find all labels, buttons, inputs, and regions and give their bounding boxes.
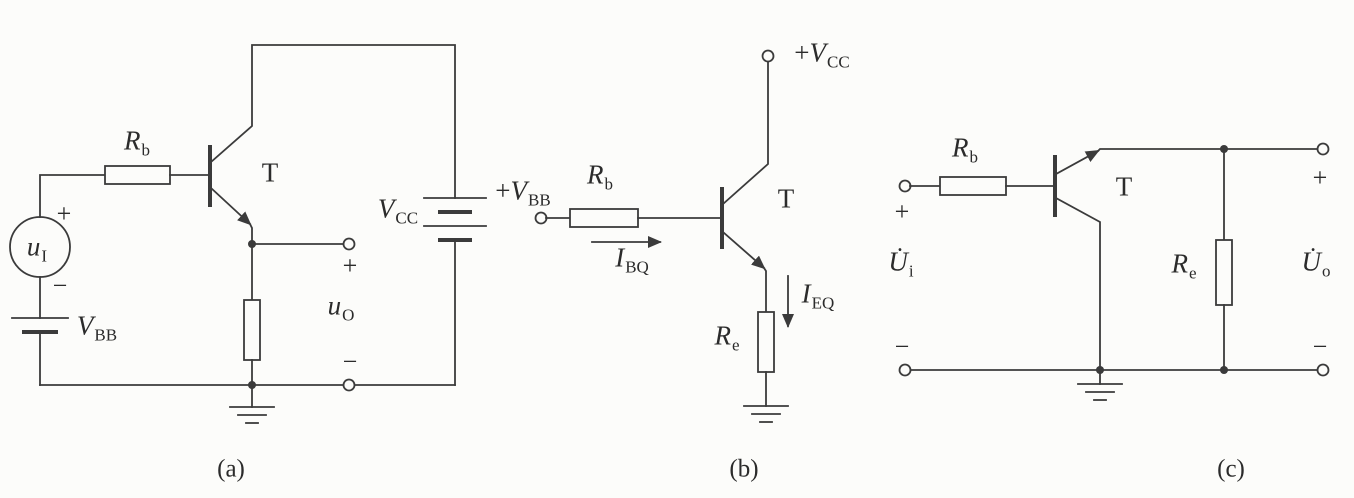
terminal-vcc-b	[761, 49, 775, 63]
resistor-re-label-c: Re	[1171, 248, 1197, 283]
caption-b: (b)	[729, 455, 759, 483]
vcc-terminal-label-b: +VCC	[794, 37, 850, 72]
ieq-label-b: IEQ	[801, 278, 835, 313]
resistor-rb-label-a: Rb	[124, 125, 150, 160]
terminal-input-top-c	[898, 179, 912, 193]
caption-c: (c)	[1217, 455, 1245, 483]
terminal-output-top-c	[1316, 142, 1330, 156]
output-minus-sign-c: −	[1312, 332, 1328, 361]
caption-a: (a)	[217, 455, 245, 483]
ibq-label-b: IBQ	[615, 242, 649, 277]
transistor-label-a: T	[261, 157, 279, 188]
output-terminal-plus-a	[342, 237, 356, 251]
resistor-rb-label-c: Rb	[952, 132, 978, 167]
resistor-re-c	[1215, 239, 1233, 306]
source-plus-sign-a: +	[56, 199, 72, 228]
input-minus-sign-c: −	[894, 332, 910, 361]
terminal-vbb-b	[534, 211, 548, 225]
output-minus-sign-a: −	[342, 347, 358, 376]
circuit-c	[898, 142, 1330, 401]
resistor-re-label-b: Re	[714, 320, 740, 355]
transistor-label-b: T	[777, 183, 795, 214]
source-minus-sign-a: −	[52, 271, 68, 300]
wire-collector-a	[209, 44, 456, 199]
ui-label-a: uI	[26, 231, 48, 266]
resistor-rb-c	[939, 176, 1007, 196]
transistor-c-emitter-arrow	[1054, 149, 1100, 176]
vbb-terminal-label-b: +VBB	[495, 175, 551, 210]
wire	[762, 266, 767, 313]
wire-collector-b	[721, 61, 769, 206]
wire-output-top-c	[1096, 148, 1319, 153]
resistor-rb-b	[569, 208, 639, 228]
output-plus-sign-c: +	[1312, 163, 1328, 192]
output-terminal-minus-a	[342, 378, 356, 392]
transistor-label-c: T	[1115, 171, 1133, 202]
transistor-b-emitter-arrow	[721, 230, 766, 270]
vcc-label-a: VCC	[377, 193, 419, 228]
terminal-output-bottom-c	[1316, 363, 1330, 377]
resistor-rb-label-b: Rb	[587, 159, 613, 194]
vbb-label-a: VBB	[76, 310, 118, 345]
circuit-a	[9, 44, 487, 424]
ui-dot-label-c: U̇i	[888, 246, 914, 281]
uo-label-a: uO	[327, 290, 355, 325]
wire	[39, 174, 106, 218]
wire	[248, 222, 253, 245]
circuit-b	[534, 49, 794, 423]
resistor-rb-a	[104, 165, 171, 185]
terminal-input-bottom-c	[898, 363, 912, 377]
wire-collector-c	[1054, 196, 1101, 371]
resistor-re-b	[757, 311, 775, 373]
resistor-re-a	[243, 299, 261, 361]
input-plus-sign-c: +	[894, 197, 910, 226]
output-plus-sign-a: +	[342, 251, 358, 280]
transistor-a-emitter-arrow	[209, 186, 252, 226]
uo-dot-label-c: U̇o	[1301, 246, 1331, 281]
